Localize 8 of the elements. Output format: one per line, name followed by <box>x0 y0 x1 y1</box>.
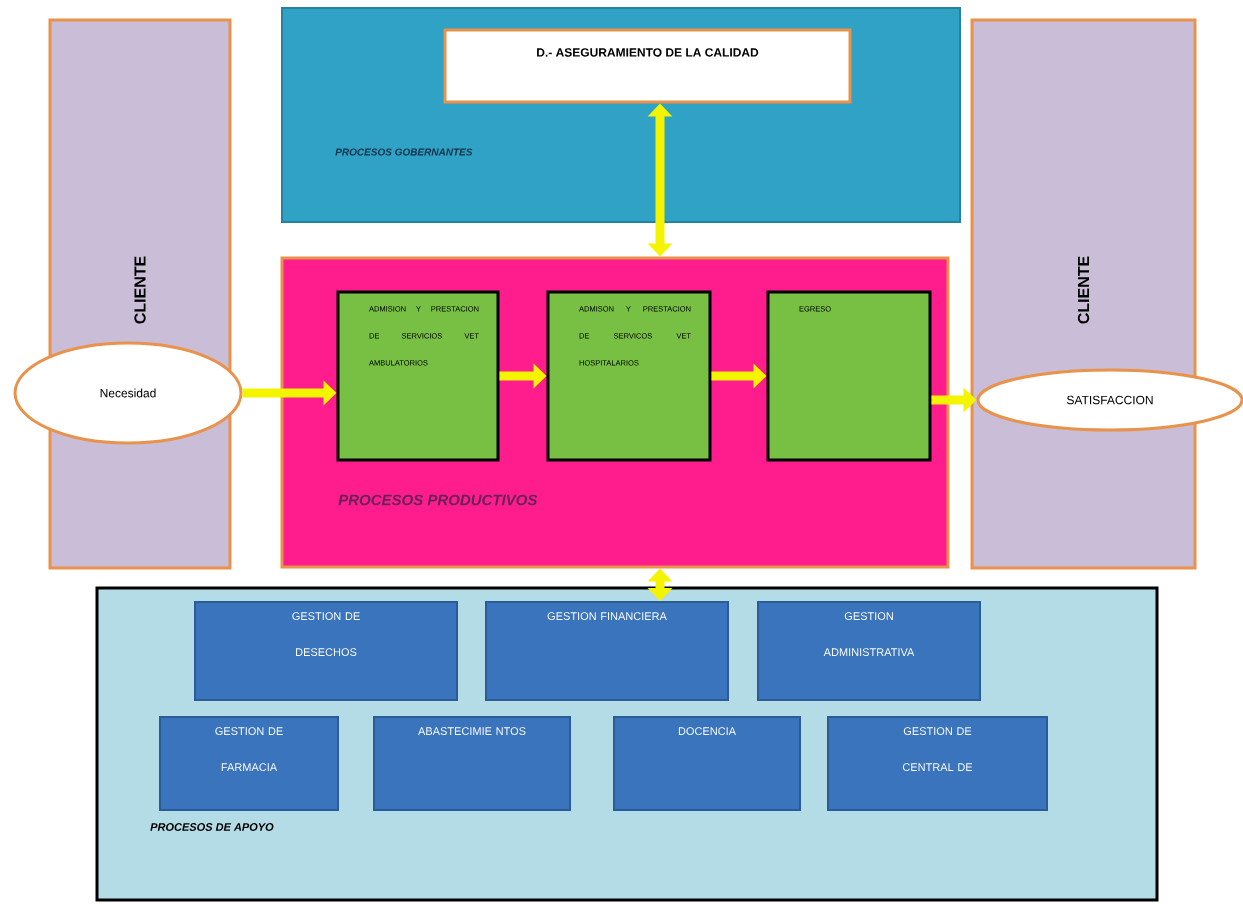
support-box: GESTION DE CENTRAL DE <box>827 716 1048 811</box>
support-box: ABASTECIMIE NTOS <box>373 716 571 811</box>
support-box: GESTION FINANCIERA <box>485 601 729 701</box>
support-box: GESTION DE DESECHOS <box>194 601 458 701</box>
support-box: GESTION ADMINISTRATIVA <box>757 601 981 701</box>
quality-box: D.- ASEGURAMIENTO DE LA CALIDAD <box>443 28 852 104</box>
support-box: GESTION DE FARMACIA <box>159 716 339 811</box>
support-box: DOCENCIA <box>613 716 801 811</box>
